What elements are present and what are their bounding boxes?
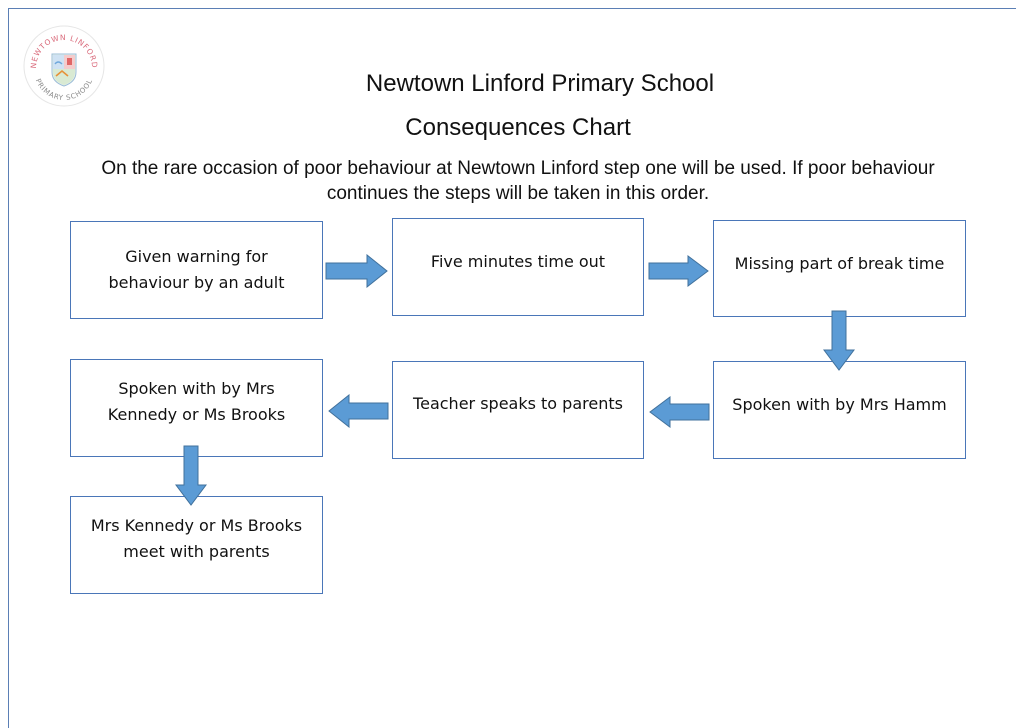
- step-7-box: Mrs Kennedy or Ms Brooks meet with paren…: [70, 496, 323, 594]
- step-3-label: Missing part of break time: [734, 254, 945, 273]
- school-name: Newtown Linford Primary School: [365, 70, 715, 97]
- arrow-right-icon: [648, 255, 709, 287]
- chart-title: Consequences Chart: [405, 114, 631, 141]
- step-2-label: Five minutes time out: [430, 252, 606, 271]
- step-5-label: Teacher speaks to parents: [413, 394, 623, 413]
- step-5-box: Teacher speaks to parents: [392, 361, 644, 459]
- arrow-left-icon: [649, 396, 710, 428]
- arrow-down-icon: [823, 310, 855, 371]
- step-4-box: Spoken with by Mrs Hamm: [713, 361, 966, 459]
- step-6-label: Spoken with by Mrs Kennedy or Ms Brooks: [107, 379, 286, 424]
- step-2-box: Five minutes time out: [392, 218, 644, 316]
- step-6-box: Spoken with by Mrs Kennedy or Ms Brooks: [70, 359, 323, 457]
- step-3-box: Missing part of break time: [713, 220, 966, 317]
- arrow-right-icon: [325, 254, 388, 288]
- step-1-box: Given warning for behaviour by an adult: [70, 221, 323, 319]
- school-logo: NEWTOWN LINFORD PRIMARY SCHOOL: [23, 25, 105, 107]
- step-1-label: Given warning for behaviour by an adult: [108, 247, 285, 292]
- arrow-down-icon: [175, 445, 207, 506]
- arrow-left-icon: [328, 394, 389, 428]
- step-7-label: Mrs Kennedy or Ms Brooks meet with paren…: [90, 516, 303, 561]
- step-4-label: Spoken with by Mrs Hamm: [732, 395, 947, 414]
- page-frame: [8, 8, 1016, 728]
- intro-text: On the rare occasion of poor behaviour a…: [101, 158, 935, 204]
